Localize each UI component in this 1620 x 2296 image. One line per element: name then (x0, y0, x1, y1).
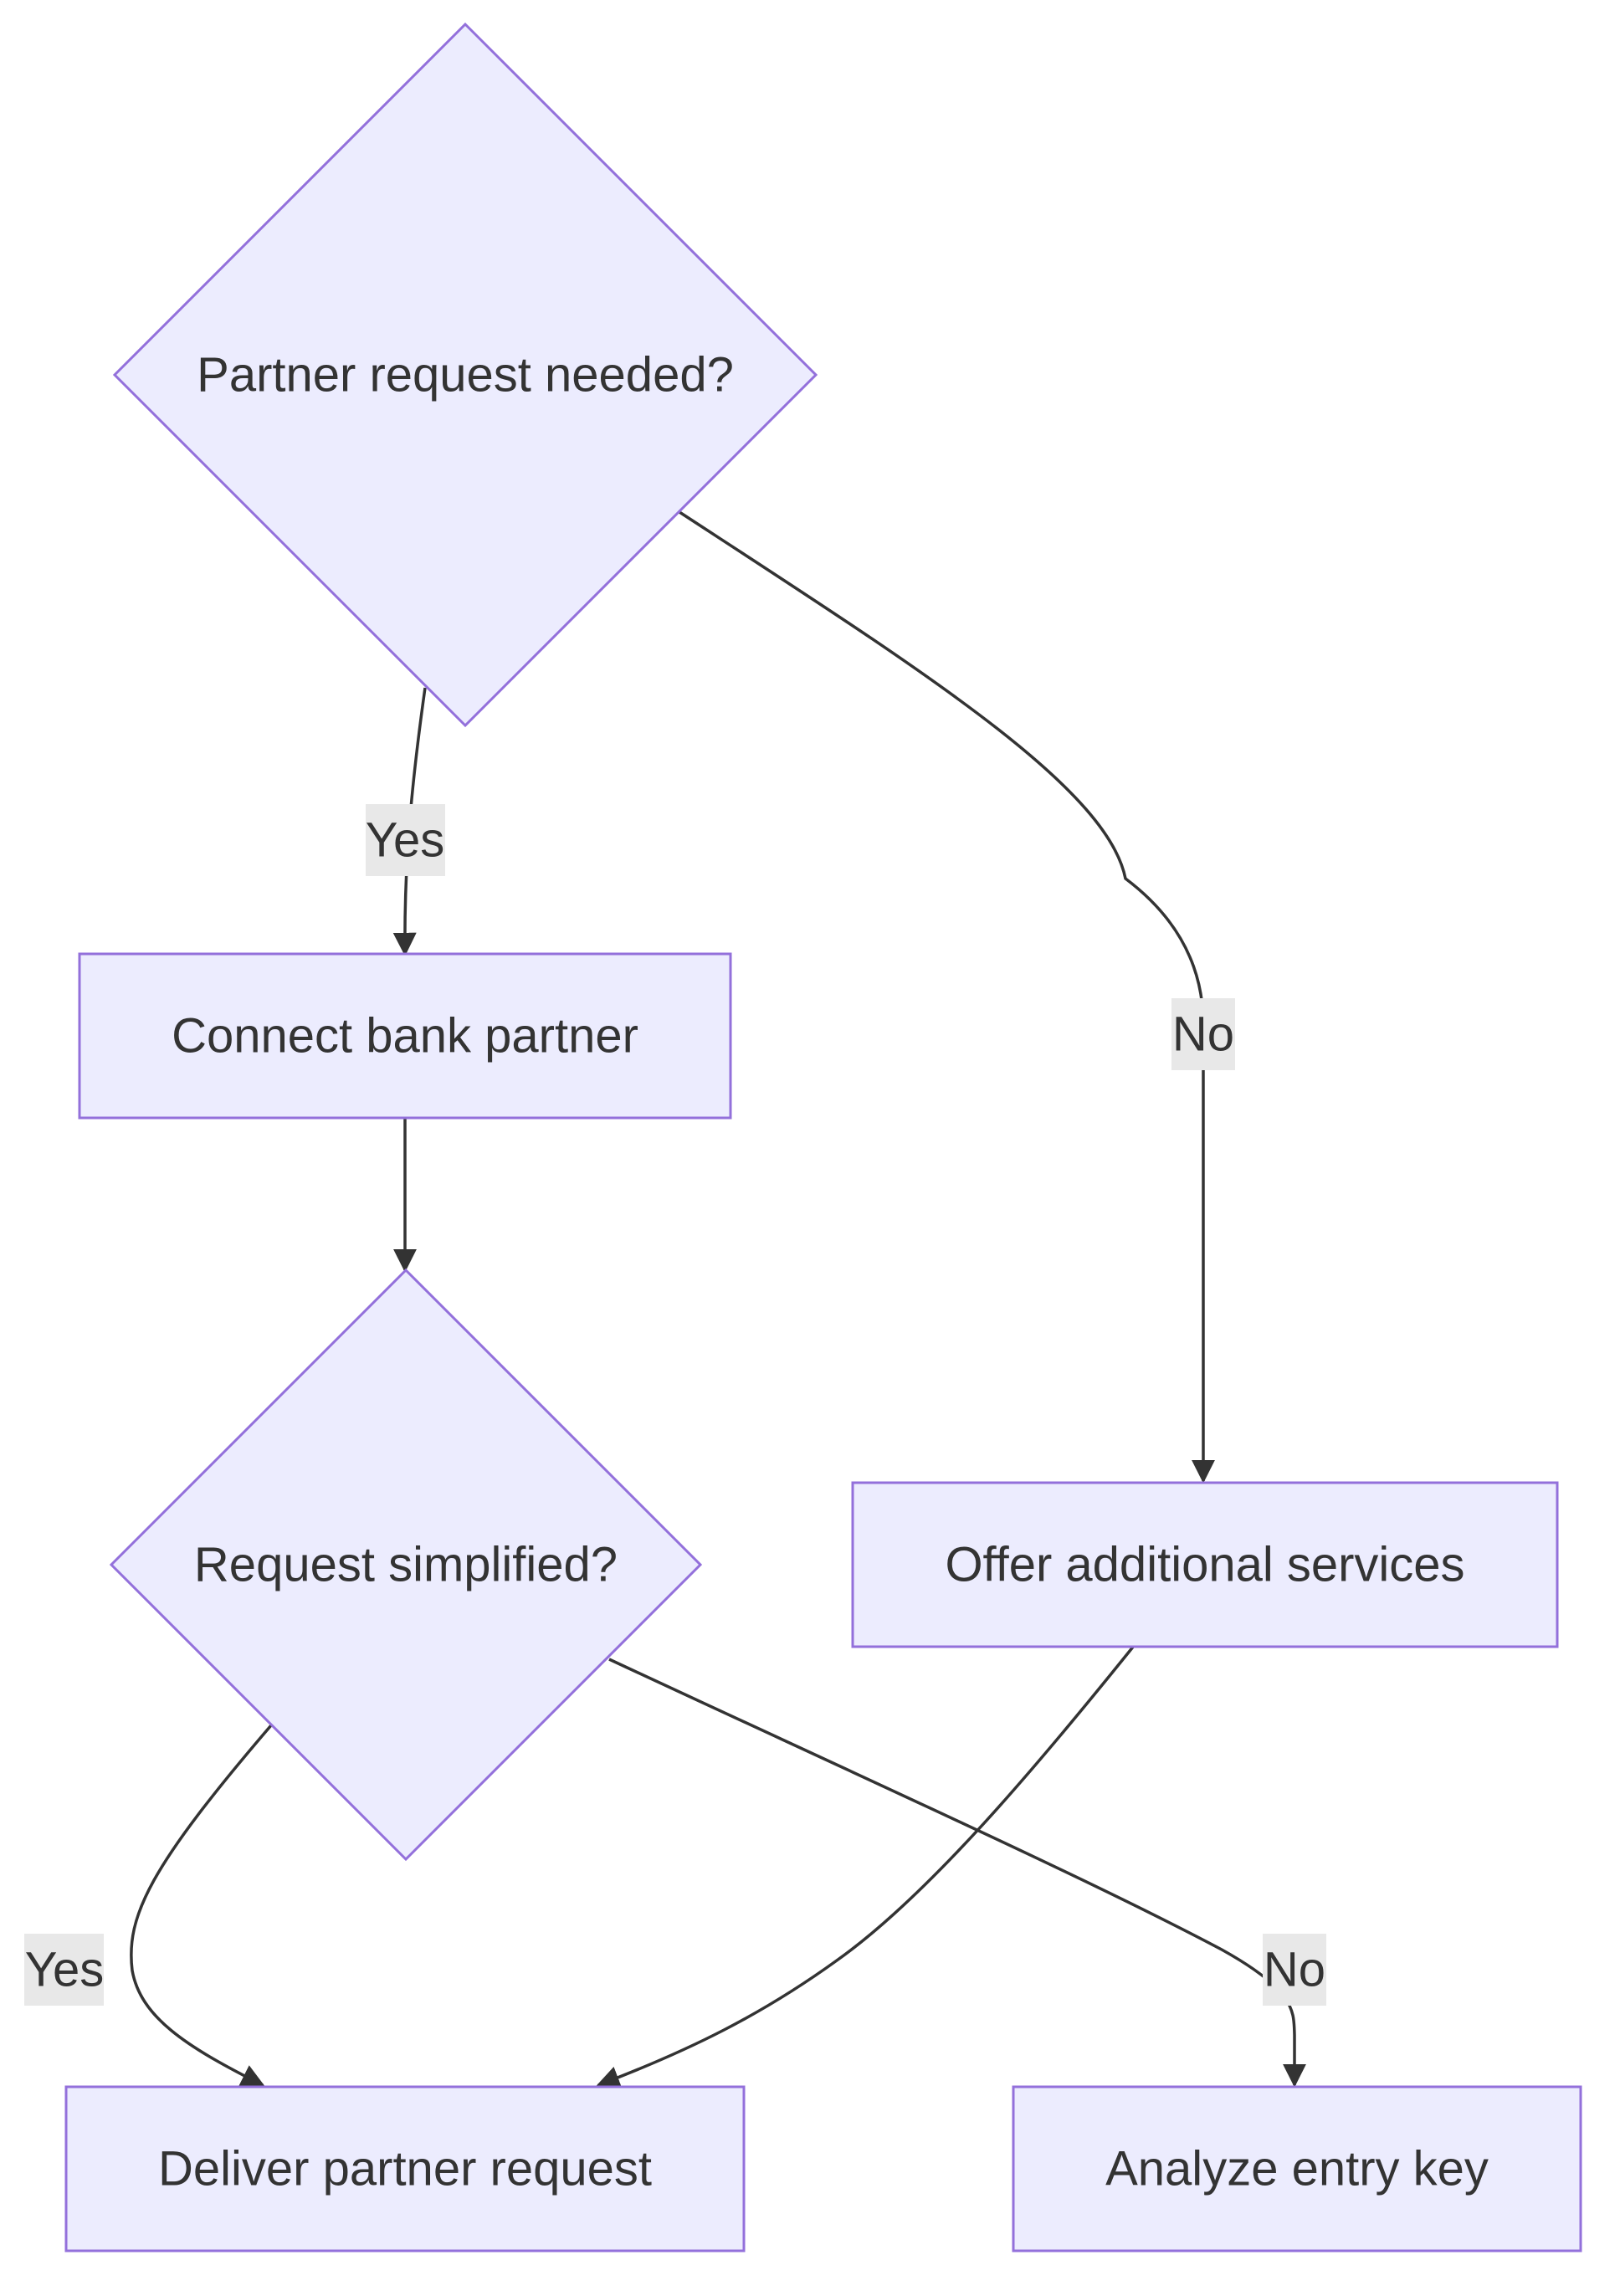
edge-label-text: No (1172, 1007, 1234, 1062)
node-deliver-partner-request[interactable]: Deliver partner request (64, 2085, 746, 2252)
edge-label-needed-yes: Yes (366, 804, 445, 876)
node-label: Offer additional services (945, 1538, 1464, 1592)
edge-label-background (1263, 1934, 1326, 2006)
decision-diamond-shape (112, 22, 818, 728)
edge-label-background (24, 1934, 104, 2006)
node-label: Request simplified? (194, 1538, 618, 1592)
node-analyze-entry-key[interactable]: Analyze entry key (1012, 2085, 1582, 2252)
nodes: Partner request needed? Connect bank par… (64, 22, 1582, 2252)
edge-needed-no[interactable] (679, 510, 1215, 1484)
edge-simplified-no[interactable] (608, 1658, 1306, 2088)
edge-label-simplified-yes: Yes (24, 1934, 104, 2006)
edge-offer-to-deliver[interactable] (596, 1644, 1136, 2089)
decision-diamond-shape (109, 1268, 703, 1862)
process-box-shape (1012, 2085, 1582, 2252)
node-partner-request-needed[interactable]: Partner request needed? (112, 22, 818, 728)
node-label: Deliver partner request (158, 2142, 652, 2196)
edge-simplified-yes[interactable] (130, 1724, 273, 2087)
node-request-simplified[interactable]: Request simplified? (109, 1268, 703, 1862)
edge-label-needed-no: No (1171, 998, 1235, 1070)
process-box-shape (64, 2085, 746, 2252)
edge-label-simplified-no: No (1263, 1934, 1326, 2006)
node-label: Partner request needed? (197, 348, 734, 402)
edge-labels: Yes No Yes No (24, 804, 1326, 2006)
process-box-shape (78, 952, 732, 1120)
node-offer-additional-services[interactable]: Offer additional services (851, 1481, 1559, 1648)
edge-label-background (366, 804, 445, 876)
node-connect-bank-partner[interactable]: Connect bank partner (78, 952, 732, 1120)
edges (130, 510, 1306, 2089)
edge-label-background (1171, 998, 1235, 1070)
node-label: Connect bank partner (172, 1009, 638, 1063)
edge-label-text: Yes (25, 1943, 105, 1997)
node-label: Analyze entry key (1105, 2142, 1489, 2196)
process-box-shape (851, 1481, 1559, 1648)
edge-label-text: No (1264, 1943, 1325, 1997)
edge-label-text: Yes (366, 813, 445, 868)
